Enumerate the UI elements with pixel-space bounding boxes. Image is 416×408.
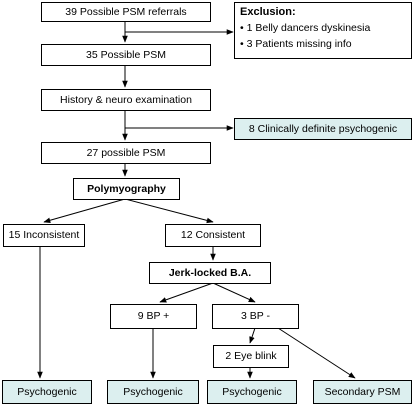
arrow-poly-to-inconsistent: [43, 198, 126, 223]
exclusion-list: 1 Belly dancers dyskinesia 3 Patients mi…: [240, 22, 406, 50]
arrow-jerklocked-to-bpminus: [212, 282, 256, 303]
node-39-possible-psm-referrals: 39 Possible PSM referrals: [41, 2, 211, 22]
arrow-poly-to-consistent: [124, 198, 214, 224]
node-27-possible-psm: 27 possible PSM: [41, 142, 211, 164]
node-label: Psychogenic: [123, 385, 183, 398]
arrow-bpminus-to-secondary: [277, 327, 356, 379]
node-label: Psychogenic: [222, 385, 282, 398]
node-label: 35 Possible PSM: [86, 48, 166, 61]
node-secondary-psm: Secondary PSM: [313, 380, 412, 404]
node-jerk-locked-ba: Jerk-locked B.A.: [149, 262, 271, 284]
node-clinically-definite-psychogenic: 8 Clinically definite psychogenic: [234, 118, 412, 140]
node-label: Psychogenic: [17, 385, 77, 398]
node-psychogenic-outcome-1: Psychogenic: [2, 380, 92, 404]
node-label: 27 possible PSM: [86, 146, 166, 159]
node-label: History & neuro examination: [60, 93, 192, 106]
arrow-jerklocked-to-bpplus: [159, 282, 214, 303]
node-12-consistent: 12 Consistent: [165, 224, 261, 247]
exclusion-title: Exclusion:: [240, 6, 296, 18]
node-9-bp-plus: 9 BP +: [110, 304, 197, 329]
node-label: Jerk-locked B.A.: [168, 266, 252, 279]
node-psychogenic-outcome-3: Psychogenic: [207, 380, 297, 404]
node-label: 39 Possible PSM referrals: [65, 5, 187, 18]
node-label: 9 BP +: [137, 310, 170, 323]
node-history-neuro-exam: History & neuro examination: [41, 89, 211, 111]
node-3-bp-minus: 3 BP -: [212, 304, 299, 329]
exclusion-box: Exclusion: 1 Belly dancers dyskinesia 3 …: [234, 2, 412, 59]
node-35-possible-psm: 35 Possible PSM: [41, 44, 211, 66]
node-label: Secondary PSM: [324, 385, 401, 398]
node-polymyography: Polymyography: [73, 178, 180, 200]
node-15-inconsistent: 15 Inconsistent: [3, 224, 85, 247]
arrow-bpminus-to-eyeblink: [249, 327, 256, 344]
node-2-eye-blink: 2 Eye blink: [213, 345, 289, 368]
node-label: 8 Clinically definite psychogenic: [248, 122, 398, 135]
node-label: 15 Inconsistent: [8, 229, 80, 242]
exclusion-item: 3 Patients missing info: [240, 38, 406, 51]
node-label: 3 BP -: [241, 310, 270, 323]
node-label: Polymyography: [87, 182, 166, 195]
node-label: 2 Eye blink: [225, 350, 277, 363]
exclusion-item: 1 Belly dancers dyskinesia: [240, 22, 406, 35]
node-label: 12 Consistent: [180, 229, 246, 242]
node-psychogenic-outcome-2: Psychogenic: [107, 380, 199, 404]
